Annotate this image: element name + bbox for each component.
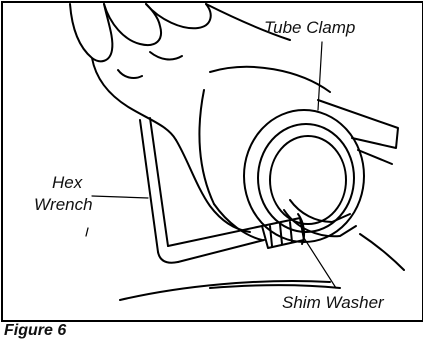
tube-body-top — [210, 67, 330, 92]
label-hex-wrench-line2: Wrench — [34, 196, 93, 213]
figure-caption: Figure 6 — [4, 323, 66, 339]
hand-knuckle-2 — [150, 52, 182, 59]
leader-hex-wrench — [92, 196, 148, 198]
hand-palm — [92, 58, 176, 140]
hand-finger-1 — [70, 4, 112, 61]
hex-wrench-short-arm — [178, 240, 264, 262]
clamp-inner-ring — [270, 136, 346, 224]
hand-thumb — [176, 140, 250, 232]
tube-body-left — [199, 90, 214, 204]
base-edge — [360, 234, 404, 270]
label-tube-clamp: Tube Clamp — [264, 19, 355, 36]
tick-mark — [86, 228, 88, 236]
label-hex-wrench-line1: Hex — [52, 174, 82, 191]
tube-extension — [318, 100, 398, 148]
label-shim-washer: Shim Washer — [282, 294, 384, 311]
hex-wrench-long-arm — [140, 120, 158, 252]
hex-wrench-bend — [158, 252, 178, 263]
hand-knuckle-1 — [118, 70, 142, 78]
hex-wrench-long-arm-edge — [150, 118, 168, 246]
hex-wrench-short-arm-edge — [168, 226, 262, 246]
base-line-2 — [210, 285, 340, 288]
